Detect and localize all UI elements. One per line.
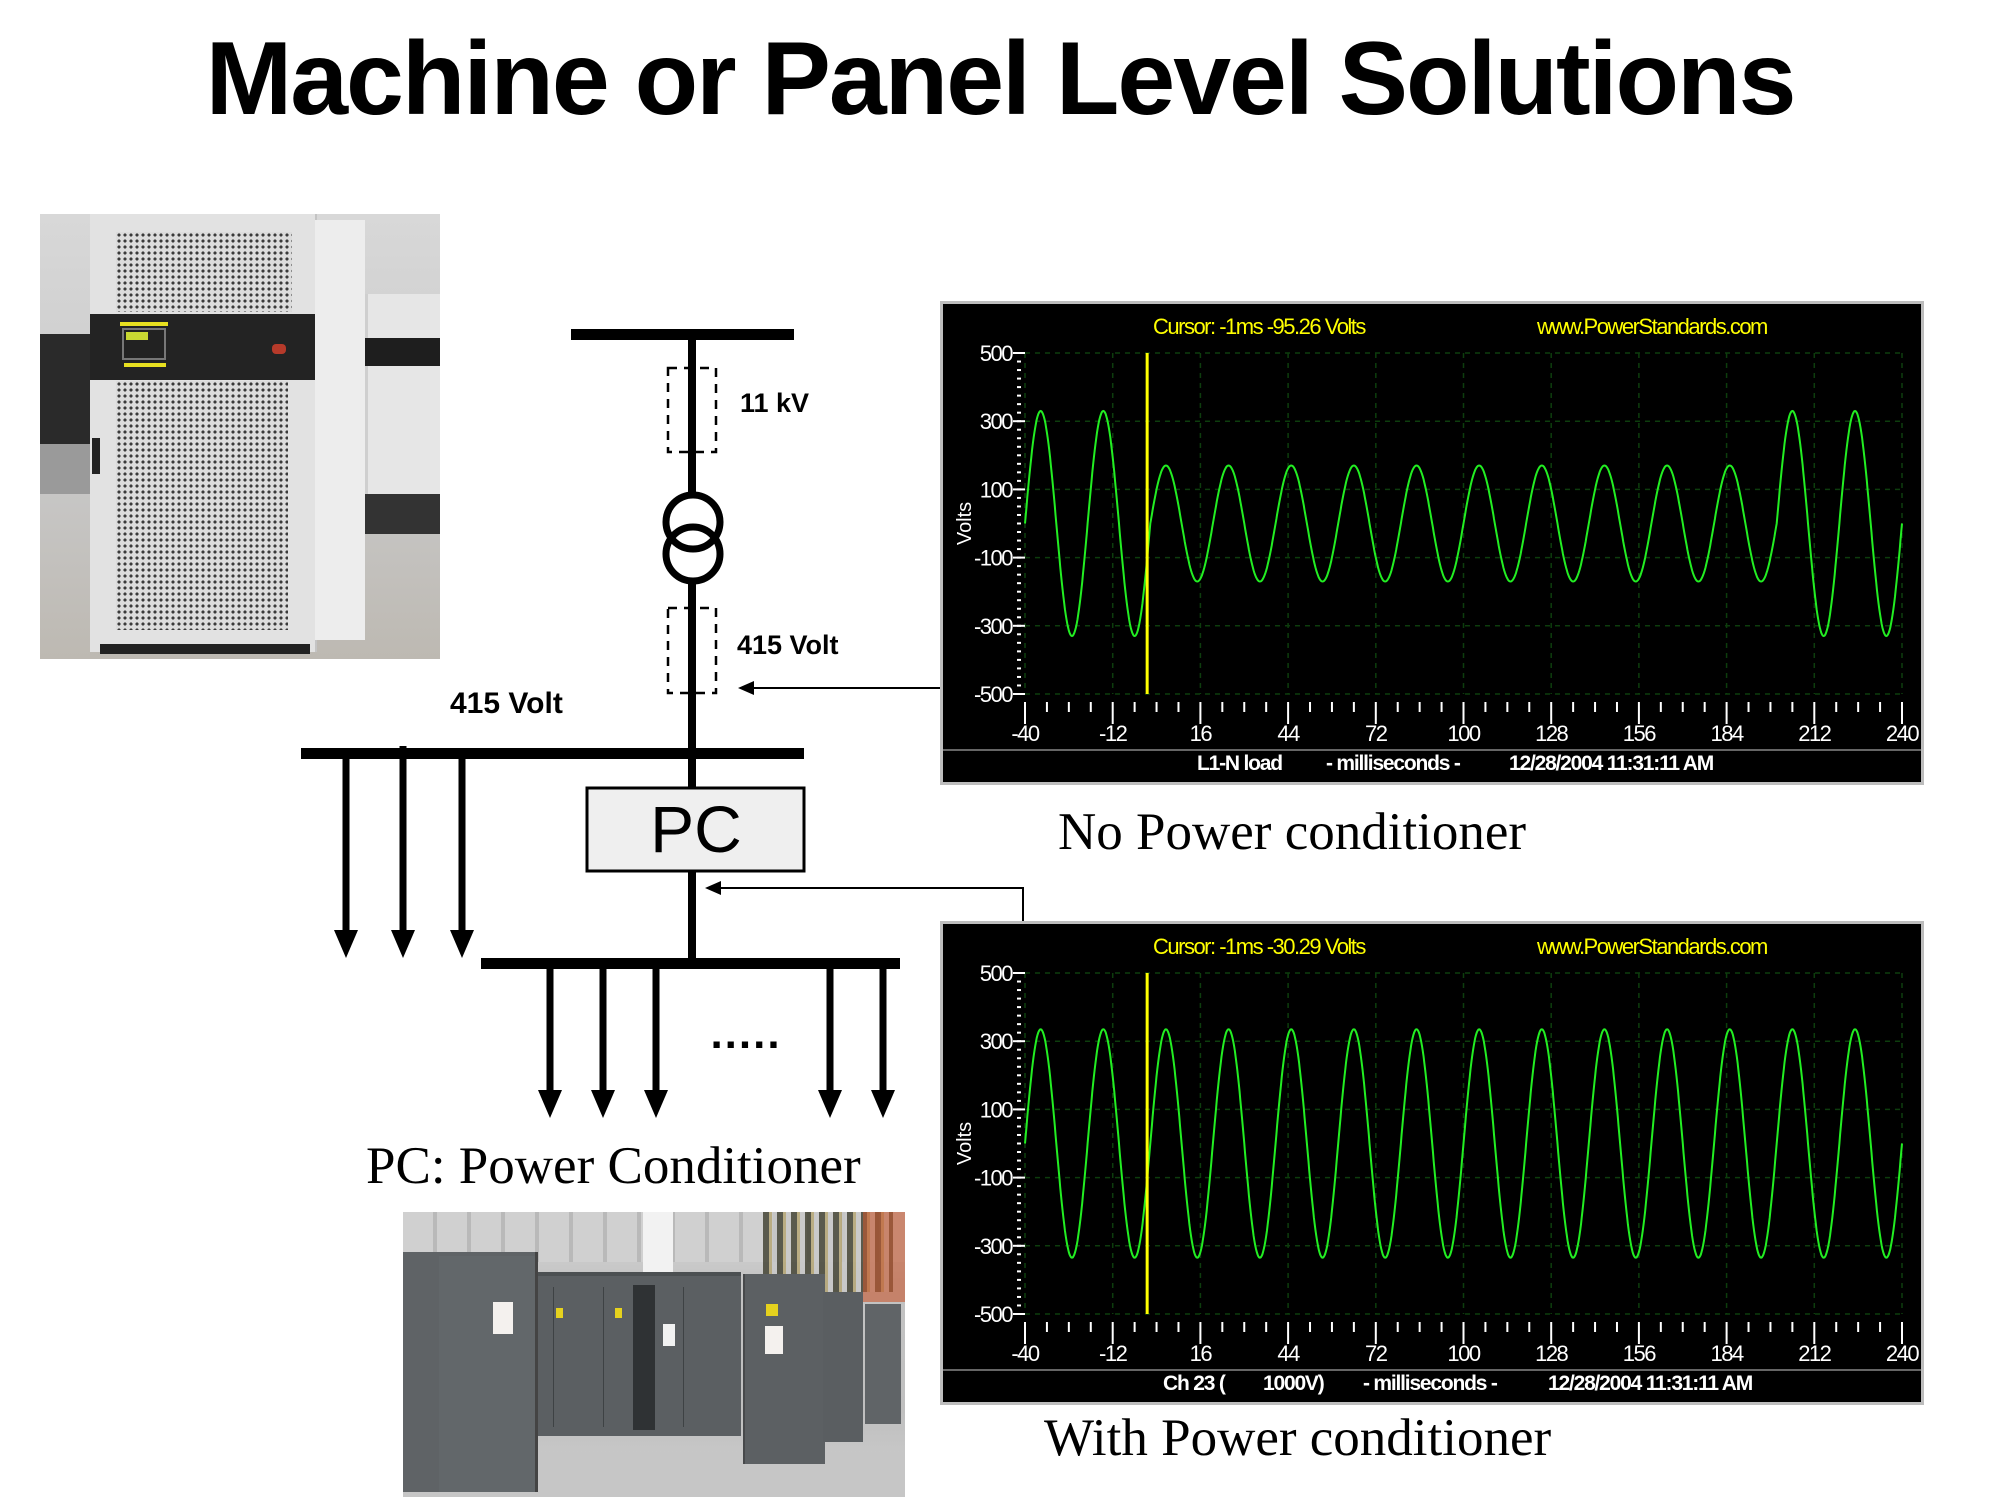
y-tick-label: 100 (980, 1097, 1013, 1122)
voltage-waveform-line (1024, 1028, 1903, 1259)
chart-footer-text: 12/28/2004 11:31:11 AM (1548, 1372, 1753, 1395)
x-tick-label: 100 (1447, 1341, 1480, 1366)
chart-footer-text: - milliseconds - (1326, 752, 1461, 775)
transformer-icon (662, 491, 724, 585)
chart-footer-text: L1-N load (1197, 752, 1282, 775)
chart-footer-text: - milliseconds - (1363, 1372, 1498, 1395)
power-conditioner-panels-photo (403, 1212, 905, 1497)
x-tick-label: 184 (1710, 721, 1743, 746)
arrow-down-icon (818, 1090, 842, 1118)
x-tick-label: 16 (1190, 721, 1213, 746)
lv-busbar (301, 748, 804, 759)
hv-voltage-label: 11 kV (740, 388, 809, 418)
source-url: www.PowerStandards.com (1536, 934, 1767, 959)
cursor-readout: Cursor: -1ms -30.29 Volts (1153, 934, 1366, 959)
pc-box-label: PC (650, 792, 742, 866)
hv-busbar (571, 329, 794, 340)
x-tick-label: -40 (1011, 1341, 1040, 1366)
x-tick-label: 156 (1623, 721, 1656, 746)
caption-with-pc: With Power conditioner (1044, 1409, 1552, 1467)
y-tick-label: 500 (980, 961, 1013, 986)
x-tick-label: -12 (1099, 1341, 1128, 1366)
bus-voltage-label: 415 Volt (450, 687, 563, 720)
arrow-down-icon (450, 930, 474, 958)
y-tick-label: 100 (980, 477, 1013, 502)
y-tick-label: -500 (974, 682, 1013, 707)
power-conditioner-cabinet-photo (40, 214, 440, 659)
y-axis-label: Volts (954, 1122, 976, 1165)
x-tick-label: 44 (1277, 1341, 1300, 1366)
voltage-waveform-line (1024, 409, 1903, 638)
chart-footer-text: Ch 23 ( (1163, 1372, 1226, 1395)
y-tick-label: 300 (980, 1029, 1013, 1054)
conditioned-feeders (538, 963, 895, 1118)
measurement-arrow-no-pc (738, 681, 940, 695)
lv-breaker-dashed-box (666, 606, 718, 695)
waveform-chart-no-pc: 500 300 100 -100 -300 -500 -40 -12 16 44 72 100 128 1… (940, 301, 1924, 785)
x-tick-label: 72 (1365, 1341, 1388, 1366)
x-tick-label: 16 (1190, 1341, 1213, 1366)
arrow-down-icon (644, 1090, 668, 1118)
more-feeders-ellipsis: ..... (710, 1009, 781, 1058)
y-tick-label: -300 (974, 1234, 1013, 1259)
arrow-down-icon (538, 1090, 562, 1118)
conditioned-busbar (481, 958, 900, 969)
transformer-lv-voltage-label: 415 Volt (737, 630, 839, 660)
cursor-readout: Cursor: -1ms -95.26 Volts (1153, 314, 1366, 339)
power-conditioner-box (585, 786, 806, 873)
x-tick-label: 212 (1798, 721, 1831, 746)
y-tick-label: 500 (980, 341, 1013, 366)
waveform-chart-with-pc: 500 300 100 -100 -300 -500 -40 -12 16 44 72 100 128 1… (940, 921, 1924, 1405)
y-axis-label: Volts (954, 502, 976, 545)
x-tick-label: -40 (1011, 721, 1040, 746)
y-tick-label: -100 (974, 546, 1013, 571)
source-url: www.PowerStandards.com (1536, 314, 1767, 339)
y-tick-label: 300 (980, 409, 1013, 434)
x-tick-label: 184 (1710, 1341, 1743, 1366)
arrow-down-icon (334, 930, 358, 958)
x-tick-label: 212 (1798, 1341, 1831, 1366)
x-tick-label: 128 (1535, 721, 1568, 746)
chart-canvas: 500 300 100 -100 -300 -500 -40 -12 16 44 72 100 128 1… (943, 314, 1921, 775)
x-tick-label: 240 (1886, 721, 1919, 746)
x-tick-label: -12 (1099, 721, 1128, 746)
caption-no-pc: No Power conditioner (1058, 803, 1527, 861)
x-tick-label: 240 (1886, 1341, 1919, 1366)
x-tick-label: 100 (1447, 721, 1480, 746)
arrow-down-icon (871, 1090, 895, 1118)
x-tick-label: 128 (1535, 1341, 1568, 1366)
page-title: Machine or Panel Level Solutions (205, 21, 1797, 137)
y-tick-label: -300 (974, 614, 1013, 639)
chart-canvas: 500 300 100 -100 -300 -500 -40 -12 16 44 72 100 128 1… (943, 934, 1921, 1395)
chart-footer-text: 12/28/2004 11:31:11 AM (1509, 752, 1714, 775)
x-tick-label: 156 (1623, 1341, 1656, 1366)
hv-breaker-dashed-box (666, 366, 718, 454)
arrow-down-icon (391, 930, 415, 958)
y-tick-label: -100 (974, 1166, 1013, 1191)
measurement-arrow-with-pc (705, 881, 1024, 921)
chart-footer-text: 1000V) (1263, 1372, 1324, 1395)
unprotected-feeders (334, 746, 474, 958)
x-tick-label: 72 (1365, 721, 1388, 746)
y-tick-label: -500 (974, 1302, 1013, 1327)
arrow-down-icon (591, 1090, 615, 1118)
pc-legend: PC: Power Conditioner (366, 1137, 861, 1195)
x-tick-label: 44 (1277, 721, 1300, 746)
